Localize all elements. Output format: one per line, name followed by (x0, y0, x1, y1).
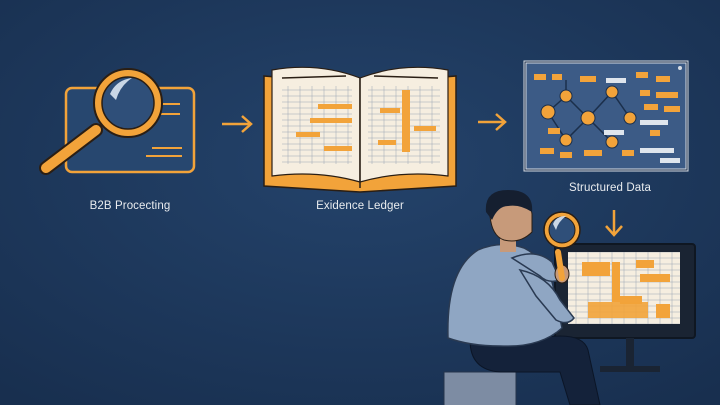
step-label-b2b: B2B Procecting (89, 200, 171, 212)
monitor-icon (554, 243, 696, 372)
analyst-figure-icon (443, 190, 601, 405)
step-label-structured: Structured Data (568, 182, 652, 194)
open-book-icon (263, 66, 457, 193)
step-label-ledger: Exidence Ledger (316, 200, 404, 212)
arrow-right-icon (478, 113, 507, 131)
network-diagram-icon (523, 60, 689, 172)
magnifier-card-icon (39, 68, 196, 175)
arrow-down-icon (605, 210, 623, 237)
arrow-right-icon (222, 115, 253, 133)
